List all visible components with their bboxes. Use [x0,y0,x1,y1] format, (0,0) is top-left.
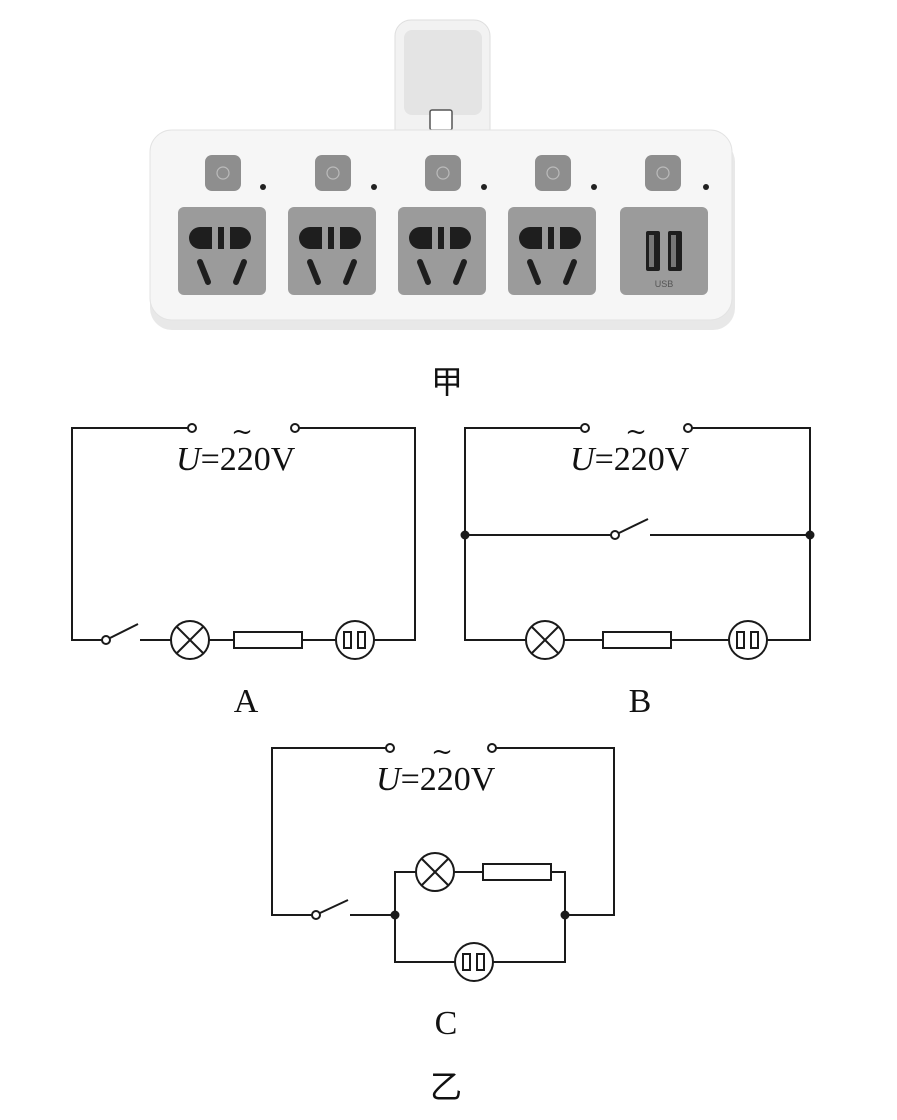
socket-outlets: USB [178,207,708,295]
wire [492,747,615,916]
socket-outlet [508,207,596,295]
indicator-dot [260,184,266,190]
resistor-symbol [602,631,672,649]
switch-button [315,155,351,191]
figure-caption-jia: 甲 [431,363,463,401]
terminal [187,423,197,433]
switch-lever [319,899,349,914]
socket-outlet [288,207,376,295]
switch-button [535,155,571,191]
terminal [487,743,497,753]
switch-contact [311,910,321,920]
usb-port-icon [429,109,453,131]
ac-mark-c: ~ [431,737,453,767]
socket-symbol [335,620,375,660]
switch-buttons [205,155,709,191]
circuit-b [460,423,815,660]
terminal [385,743,395,753]
circuit-label-a: A [234,683,259,720]
voltage-label-c: U=220V [376,761,496,798]
wire [493,915,566,963]
figure-caption-yi: 乙 [430,1068,462,1106]
wire [394,871,416,915]
switch-lever [618,518,649,534]
switch-button [645,155,681,191]
circuit-label-c: C [435,1005,458,1042]
socket-symbol [728,620,768,660]
switch-contact [101,635,111,645]
indicator-dot [591,184,597,190]
circuit-a [71,423,416,660]
indicator-dot [703,184,709,190]
phone-stand-inner [404,30,482,115]
power-strip-illustration: USB [149,19,735,330]
lamp-symbol [170,620,210,660]
wire [71,427,192,641]
terminal [290,423,300,433]
circuit-c [271,743,615,982]
ac-mark-a: ~ [231,417,253,447]
terminal [683,423,693,433]
switch-lever [109,623,139,639]
voltage-label-a: U=220V [176,441,296,478]
circuit-label-b: B [629,683,652,720]
socket-outlet [178,207,266,295]
socket-symbol [454,942,494,982]
indicator-dot [481,184,487,190]
lamp-symbol [415,852,455,892]
terminal [580,423,590,433]
lamp-symbol [525,620,565,660]
usb-label: USB [655,279,674,289]
wire [271,747,390,916]
socket-outlet [398,207,486,295]
junction-dot [805,530,815,540]
switch-contact [610,530,620,540]
usb-module: USB [620,207,708,295]
switch-button [205,155,241,191]
resistor-symbol [233,631,303,649]
wire [295,427,416,641]
resistor-symbol [482,863,552,881]
wire [551,871,566,915]
wire [394,915,455,963]
ac-mark-b: ~ [625,417,647,447]
voltage-label-b: U=220V [570,441,690,478]
switch-button [425,155,461,191]
indicator-dot [371,184,377,190]
junction-dot [460,530,470,540]
